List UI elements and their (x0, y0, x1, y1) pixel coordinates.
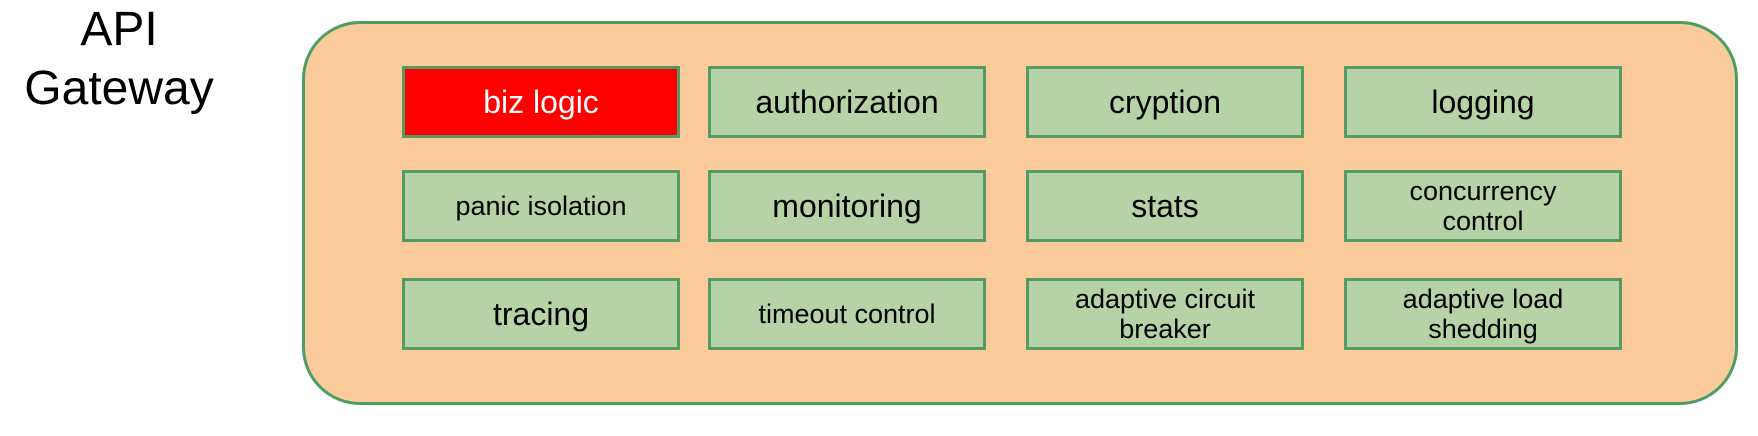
module-box-concurrency-control: concurrency control (1344, 170, 1622, 242)
module-box-cryption: cryption (1026, 66, 1304, 138)
module-box-adaptive-load-shedding: adaptive load shedding (1344, 278, 1622, 350)
api-gateway-container: biz logic authorization cryption logging… (302, 21, 1738, 405)
module-box-timeout-control: timeout control (708, 278, 986, 350)
module-box-authorization: authorization (708, 66, 986, 138)
module-box-tracing: tracing (402, 278, 680, 350)
module-box-stats: stats (1026, 170, 1304, 242)
api-gateway-label: API Gateway (0, 0, 238, 118)
module-box-adaptive-circuit-breaker: adaptive circuit breaker (1026, 278, 1304, 350)
module-box-biz-logic: biz logic (402, 66, 680, 138)
module-box-monitoring: monitoring (708, 170, 986, 242)
api-gateway-label-line1: API (80, 3, 158, 56)
module-box-panic-isolation: panic isolation (402, 170, 680, 242)
api-gateway-label-line2: Gateway (24, 62, 214, 115)
module-box-logging: logging (1344, 66, 1622, 138)
